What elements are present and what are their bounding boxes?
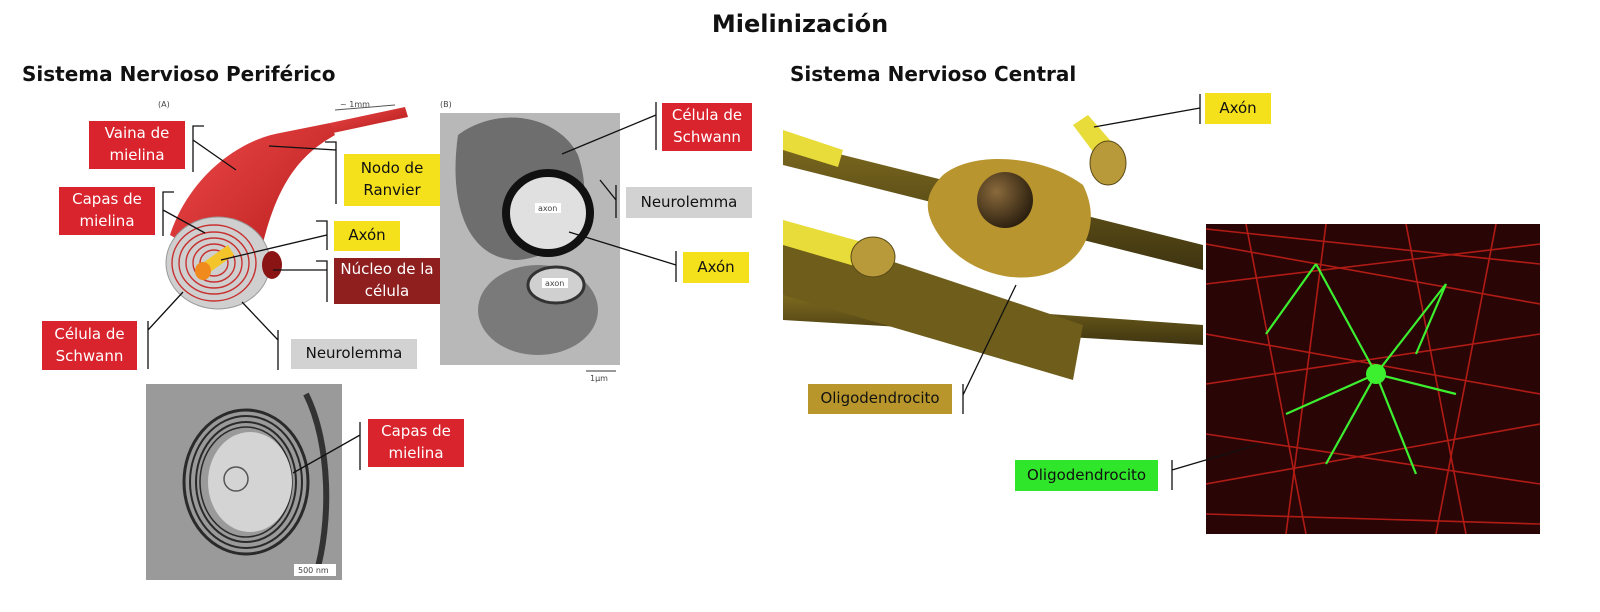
scale-500nm-mark: 500 nm bbox=[298, 566, 329, 575]
axon-mark-2: axon bbox=[545, 279, 564, 288]
scale-1mm-mark: ~ 1mm bbox=[340, 100, 370, 109]
section-title-peripheral: Sistema Nervioso Periférico bbox=[22, 62, 336, 86]
myelin-micrograph: 500 nm bbox=[146, 384, 342, 580]
oligodendrocyte-illustration bbox=[783, 95, 1203, 380]
page-title: Mielinización bbox=[711, 10, 889, 38]
label-neurolemma-left: Neurolemma bbox=[291, 339, 417, 369]
label-nodo-de-ranvier: Nodo de Ranvier bbox=[344, 154, 440, 206]
label-celula-de-schwann-left: Célula de Schwann bbox=[42, 321, 137, 370]
fluorescence-micrograph bbox=[1206, 224, 1540, 534]
label-oligodendrocito-gold: Oligodendrocito bbox=[808, 384, 952, 414]
label-axon-cns: Axón bbox=[1205, 93, 1271, 124]
electron-micrograph-b: (B) axon axon 1µm bbox=[440, 100, 620, 383]
scale-1um-mark: 1µm bbox=[590, 374, 608, 383]
panel-a-mark: (A) bbox=[158, 100, 170, 109]
label-axon-em: Axón bbox=[683, 252, 749, 283]
label-neurolemma-right: Neurolemma bbox=[626, 187, 752, 218]
label-oligodendrocito-green: Oligodendrocito bbox=[1015, 460, 1158, 491]
label-capas-de-mielina-1: Capas de mielina bbox=[59, 187, 155, 235]
panel-b-mark: (B) bbox=[440, 100, 452, 109]
label-nucleo-de-la-celula: Núcleo de la célula bbox=[334, 258, 440, 304]
label-celula-de-schwann-right: Célula de Schwann bbox=[662, 103, 752, 151]
label-vaina-de-mielina: Vaina de mielina bbox=[89, 121, 185, 169]
label-axon-pns: Axón bbox=[334, 221, 400, 251]
axon-mark-1: axon bbox=[538, 204, 557, 213]
section-title-central: Sistema Nervioso Central bbox=[790, 62, 1077, 86]
label-capas-de-mielina-2: Capas de mielina bbox=[368, 419, 464, 467]
